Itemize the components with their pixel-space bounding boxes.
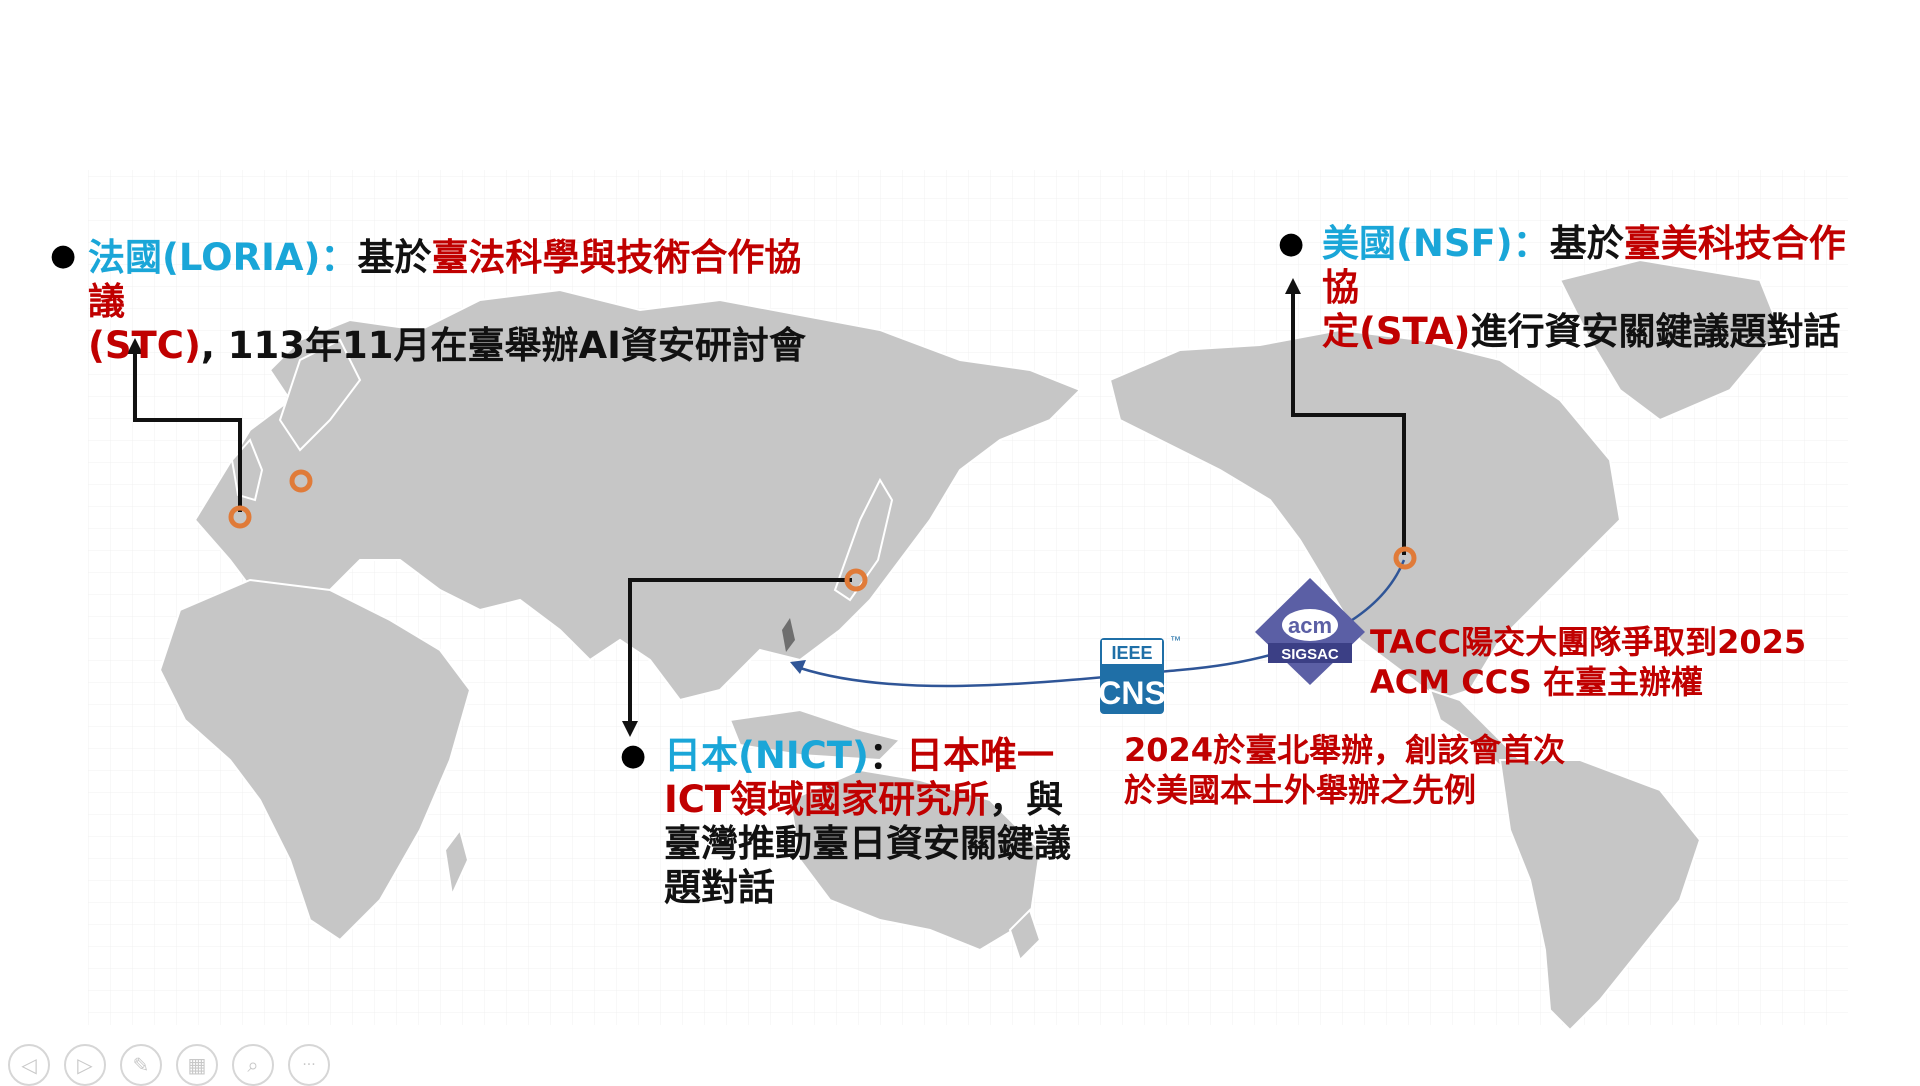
usa-text: 美國(NSF)：基於臺美科技合作協 定(STA)進行資安關鍵議題對話	[1322, 222, 1882, 354]
ieee-logo-top: IEEE	[1111, 643, 1152, 663]
acm-line-1: TACC陽交大團隊爭取到2025	[1370, 623, 1807, 661]
madagascar-landmass	[443, 827, 470, 899]
acm-logo-text: acm	[1288, 613, 1332, 638]
japan-landmass	[833, 477, 894, 602]
france-colon: ：	[320, 236, 358, 279]
japan-text: 日本(NICT)：日本唯一 ICT領域國家研究所，與 臺灣推動臺日資安關鍵議 題…	[664, 734, 1084, 910]
australia-landmass	[788, 768, 1042, 952]
ieee-logo-tm: ™	[1170, 635, 1181, 647]
japan-rest-4: 題對話	[664, 866, 775, 909]
france-pre: 基於	[357, 236, 432, 279]
france-country: 法國(LORIA)	[88, 236, 321, 279]
taiwan-landmass	[782, 618, 795, 652]
france-bullet: ●	[50, 238, 77, 273]
more-icon: ···	[302, 1057, 316, 1073]
japan-rest-2: ，與	[989, 778, 1064, 821]
usa-pre: 基於	[1549, 222, 1624, 265]
japan-connector-line	[628, 578, 852, 725]
newzealand-landmass	[1008, 908, 1042, 962]
north-america-landmass	[1108, 328, 1622, 702]
ieee-line-1: 2024於臺北舉辦，創該會首次	[1124, 731, 1566, 769]
conference-path	[799, 559, 1406, 688]
france-text: 法國(LORIA)：基於臺法科學與技術合作協議 (STC), 113年11月在臺…	[88, 236, 828, 368]
usa-country: 美國(NSF)	[1322, 222, 1513, 265]
france-abbr: (STC)	[88, 324, 201, 367]
japan-colon: ：	[868, 734, 906, 777]
usa-agreement-2: 定(STA)	[1322, 310, 1471, 353]
scandinavia-landmass	[278, 338, 362, 452]
ieee-cns-logo: IEEE CNS ™	[1098, 635, 1181, 714]
slides-icon: ▦	[187, 1053, 207, 1077]
south-america-landmass	[1498, 759, 1702, 1032]
japan-arrowhead	[622, 721, 638, 737]
usa-marker	[1393, 546, 1417, 570]
france-marker-1	[228, 505, 252, 529]
japan-marker	[844, 568, 868, 592]
usa-arrowhead	[1285, 278, 1301, 294]
usa-bullet: ●	[1278, 226, 1305, 261]
eurasia-landmass	[193, 288, 1082, 702]
france-rest: , 113年11月在臺舉辦AI資安研討會	[200, 324, 806, 367]
ieee-annotation: 2024於臺北舉辦，創該會首次 於美國本土外舉辦之先例	[1124, 730, 1565, 810]
ieee-logo-bottom: CNS	[1098, 675, 1166, 711]
japan-rest-3: 臺灣推動臺日資安關鍵議	[664, 822, 1071, 865]
conference-path-arrowhead	[790, 660, 806, 674]
zoom-icon: ⌕	[247, 1053, 259, 1077]
france-marker-2	[289, 469, 313, 493]
indonesia-landmass	[728, 708, 902, 762]
acm-line-2: ACM CCS 在臺主辦權	[1370, 663, 1703, 701]
acm-logo-sub: SIGSAC	[1281, 646, 1339, 663]
africa-landmass	[158, 578, 472, 942]
france-arrowhead	[127, 338, 143, 354]
next-icon: ▷	[77, 1053, 93, 1077]
usa-colon: ：	[1512, 222, 1550, 265]
greenland-landmass	[1558, 258, 1782, 422]
ieee-line-2: 於美國本土外舉辦之先例	[1124, 771, 1477, 809]
acm-sigsac-logo: acm SIGSAC	[1255, 578, 1365, 685]
usa-connector-line	[1291, 290, 1406, 555]
france-connector-line	[133, 350, 242, 512]
usa-rest: 進行資安關鍵議題對話	[1470, 310, 1841, 353]
japan-bullet: ●	[620, 738, 647, 773]
france-agreement: 臺法科學與技術合作協議	[88, 236, 802, 323]
japan-highlight-1: 日本唯一	[905, 734, 1054, 777]
prev-icon: ◁	[21, 1053, 37, 1077]
japan-highlight-2: ICT領域國家研究所	[664, 778, 990, 821]
pen-icon: ✎	[132, 1053, 150, 1077]
usa-agreement-1: 臺美科技合作協	[1322, 222, 1846, 309]
acm-annotation: TACC陽交大團隊爭取到2025 ACM CCS 在臺主辦權	[1370, 622, 1806, 702]
japan-country: 日本(NICT)	[664, 734, 869, 777]
